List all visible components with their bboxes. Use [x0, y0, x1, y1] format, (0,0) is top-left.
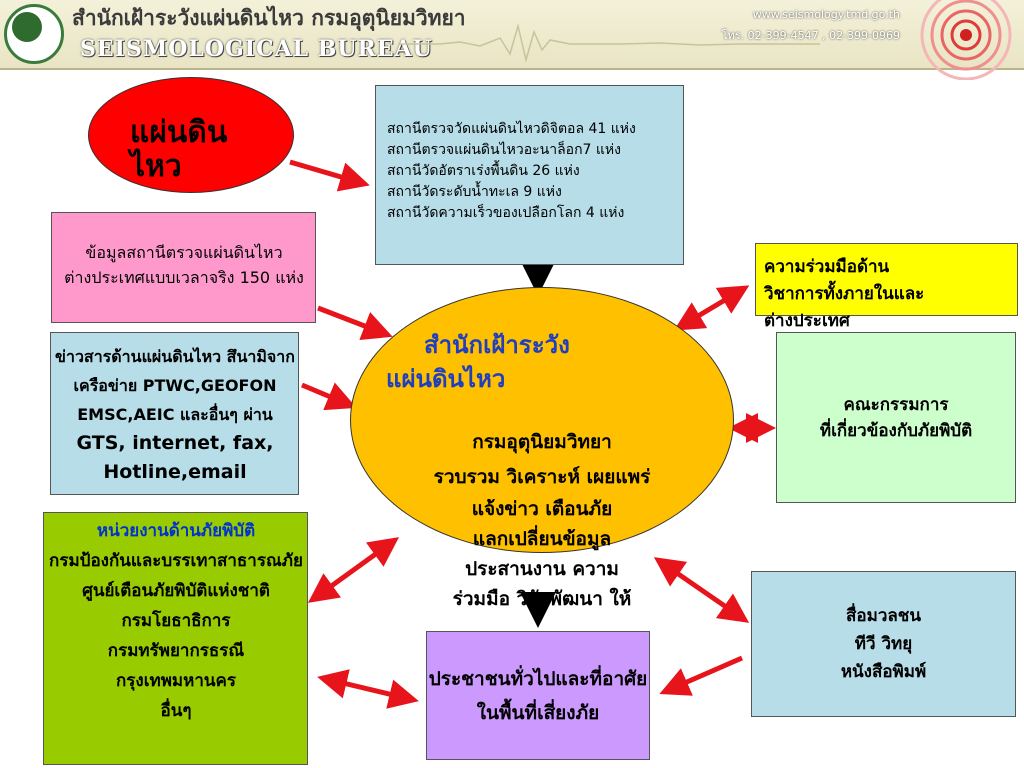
agencies-line-bma: กรุงเทพมหานคร	[115, 671, 237, 691]
center-body: กรมอุตุนิยมวิทยา รวบรวม วิเคราะห์ เผยแพร…	[370, 424, 714, 614]
cooperation-line2: วิชาการทั้งภายในและ	[764, 284, 925, 304]
center-duty-line5: ร่วมมือ วิจัยพัฒนา ให้	[452, 588, 632, 610]
tsunami-news-text: ข่าวสารด้านแผ่นดินไหว สึนามิจาก เครือข่า…	[0, 342, 350, 487]
foreign-stations-text: ข้อมูลสถานีตรวจแผ่นดินไหว ต่างประเทศแบบเ…	[4, 240, 364, 290]
news-line2: เครือข่าย PTWC,GEOFON	[73, 376, 277, 395]
seismological-bureau-node	[350, 287, 734, 553]
media-line3: หนังสือพิมพ์	[840, 662, 927, 682]
arrow-center-media	[653, 557, 750, 623]
cooperation-text: ความร่วมมือด้าน วิชาการทั้งภายในและ ต่าง…	[764, 254, 924, 335]
seismogram-trace-icon	[400, 23, 820, 63]
disaster-committee-box: คณะกรรมการ ที่เกี่ยวข้องกับภัยพิบัติ	[776, 332, 1016, 503]
arrow-quake-to-stations	[289, 159, 370, 192]
agencies-line-others: อื่นๆ	[160, 701, 192, 721]
earthquake-node	[88, 77, 294, 193]
news-line1: ข่าวสารด้านแผ่นดินไหว สึนามิจาก	[55, 347, 295, 366]
cooperation-line1: ความร่วมมือด้าน	[764, 257, 890, 277]
center-title: สำนักเฝ้าระวัง แผ่นดินไหว	[386, 328, 570, 396]
agencies-line-ndwc: ศูนย์เตือนภัยพิบัติแห่งชาติ	[82, 581, 270, 601]
earthquake-label-line2: ไหว	[130, 149, 182, 184]
center-dept: กรมอุตุนิยมวิทยา	[472, 431, 612, 453]
committee-line2: ที่เกี่ยวข้องกับภัยพิบัติ	[819, 420, 973, 441]
domestic-stations-box: สถานีตรวจวัดแผ่นดินไหวดิจิตอล 41 แห่ง สถ…	[375, 85, 684, 265]
center-duty-line4: ประสานงาน ความ	[465, 558, 619, 580]
arrow-center-cooperation	[673, 285, 750, 331]
earthquake-label: แผ่นดิน ไหว	[130, 116, 227, 184]
tsunami-news-box	[50, 332, 299, 495]
stations-line-accel: สถานีวัดอัตราเร่งพื้นดิน 26 แห่ง	[387, 163, 580, 179]
arrow-agencies-public	[317, 669, 419, 709]
cooperation-box	[755, 243, 1018, 316]
seismic-rings-icon	[920, 0, 1012, 80]
agencies-title: หน่วยงานด้านภัยพิบัติ	[96, 521, 256, 541]
arrow-news-to-center	[301, 382, 357, 411]
stations-line-tide: สถานีวัดระดับน้ำทะเล 9 แห่ง	[387, 184, 562, 200]
cooperation-line3: ต่างประเทศ	[764, 311, 850, 331]
news-line4: GTS, internet, fax,	[76, 432, 274, 454]
public-line2: ในพื้นที่เสี่ยงภัย	[476, 702, 600, 724]
agencies-line-ddpm: กรมป้องกันและบรรเทาสาธารณภัย	[49, 551, 303, 571]
tmd-logo-emblem	[12, 12, 42, 42]
header-english-title: SEISMOLOGICAL BUREAU	[80, 36, 433, 62]
news-line5: Hotline,email	[103, 461, 247, 483]
center-duty-line1: รวบรวม วิเคราะห์ เผยแพร่	[433, 466, 651, 488]
foreign-stations-box	[51, 212, 316, 323]
header-thai-title: สำนักเฝ้าระวังแผ่นดินไหว กรมอุตุนิยมวิทย…	[72, 6, 466, 30]
center-title-line2: แผ่นดินไหว	[386, 365, 506, 393]
mass-media-box: สื่อมวลชน ทีวี วิทยุ หนังสือพิมพ์	[751, 571, 1016, 717]
header-website: www.seismology.tmd.go.th	[752, 8, 900, 21]
stations-line-analog: สถานีตรวจแผ่นดินไหวอะนาล็อก7 แห่ง	[387, 142, 621, 158]
center-duty-line2: แจ้งข่าว เตือนภัย	[471, 498, 613, 520]
public-line1: ประชาชนทั่วไปและที่อาศัย	[428, 668, 648, 690]
committee-line1: คณะกรรมการ	[843, 394, 949, 415]
agencies-line-dpt: กรมโยธาธิการ	[121, 611, 231, 631]
arrow-foreign-to-center	[317, 305, 393, 340]
general-public-text: ประชาชนทั่วไปและที่อาศัย ในพื้นที่เสี่ยง…	[370, 662, 706, 730]
disaster-agencies-box	[43, 512, 308, 765]
center-title-line1: สำนักเฝ้าระวัง	[424, 331, 570, 359]
media-line1: สื่อมวลชน	[846, 606, 921, 626]
disaster-agencies-text: หน่วยงานด้านภัยพิบัติ กรมป้องกันและบรรเท…	[0, 516, 352, 726]
news-line3: EMSC,AEIC และอื่นๆ ผ่าน	[77, 405, 273, 424]
general-public-box	[426, 631, 650, 760]
header-phone: โทร. 02-399-4547 , 02-399-0969	[721, 29, 900, 42]
media-line2: ทีวี วิทยุ	[854, 634, 913, 654]
arrow-media-to-public	[659, 655, 743, 696]
foreign-stations-line2: ต่างประเทศแบบเวลาจริง 150 แห่ง	[64, 268, 304, 287]
foreign-stations-line1: ข้อมูลสถานีตรวจแผ่นดินไหว	[85, 243, 283, 262]
stations-line-gps: สถานีวัดความเร็วของเปลือกโลก 4 แห่ง	[387, 205, 625, 221]
arrow-center-agencies	[307, 537, 400, 603]
header-banner	[0, 0, 1024, 70]
center-duty-line3: แลกเปลี่ยนข้อมูล	[472, 528, 612, 550]
stations-line-digital: สถานีตรวจวัดแผ่นดินไหวดิจิตอล 41 แห่ง	[387, 121, 636, 137]
agencies-line-dmr: กรมทรัพยากรธรณี	[107, 641, 245, 661]
earthquake-label-line1: แผ่นดิน	[130, 115, 228, 150]
